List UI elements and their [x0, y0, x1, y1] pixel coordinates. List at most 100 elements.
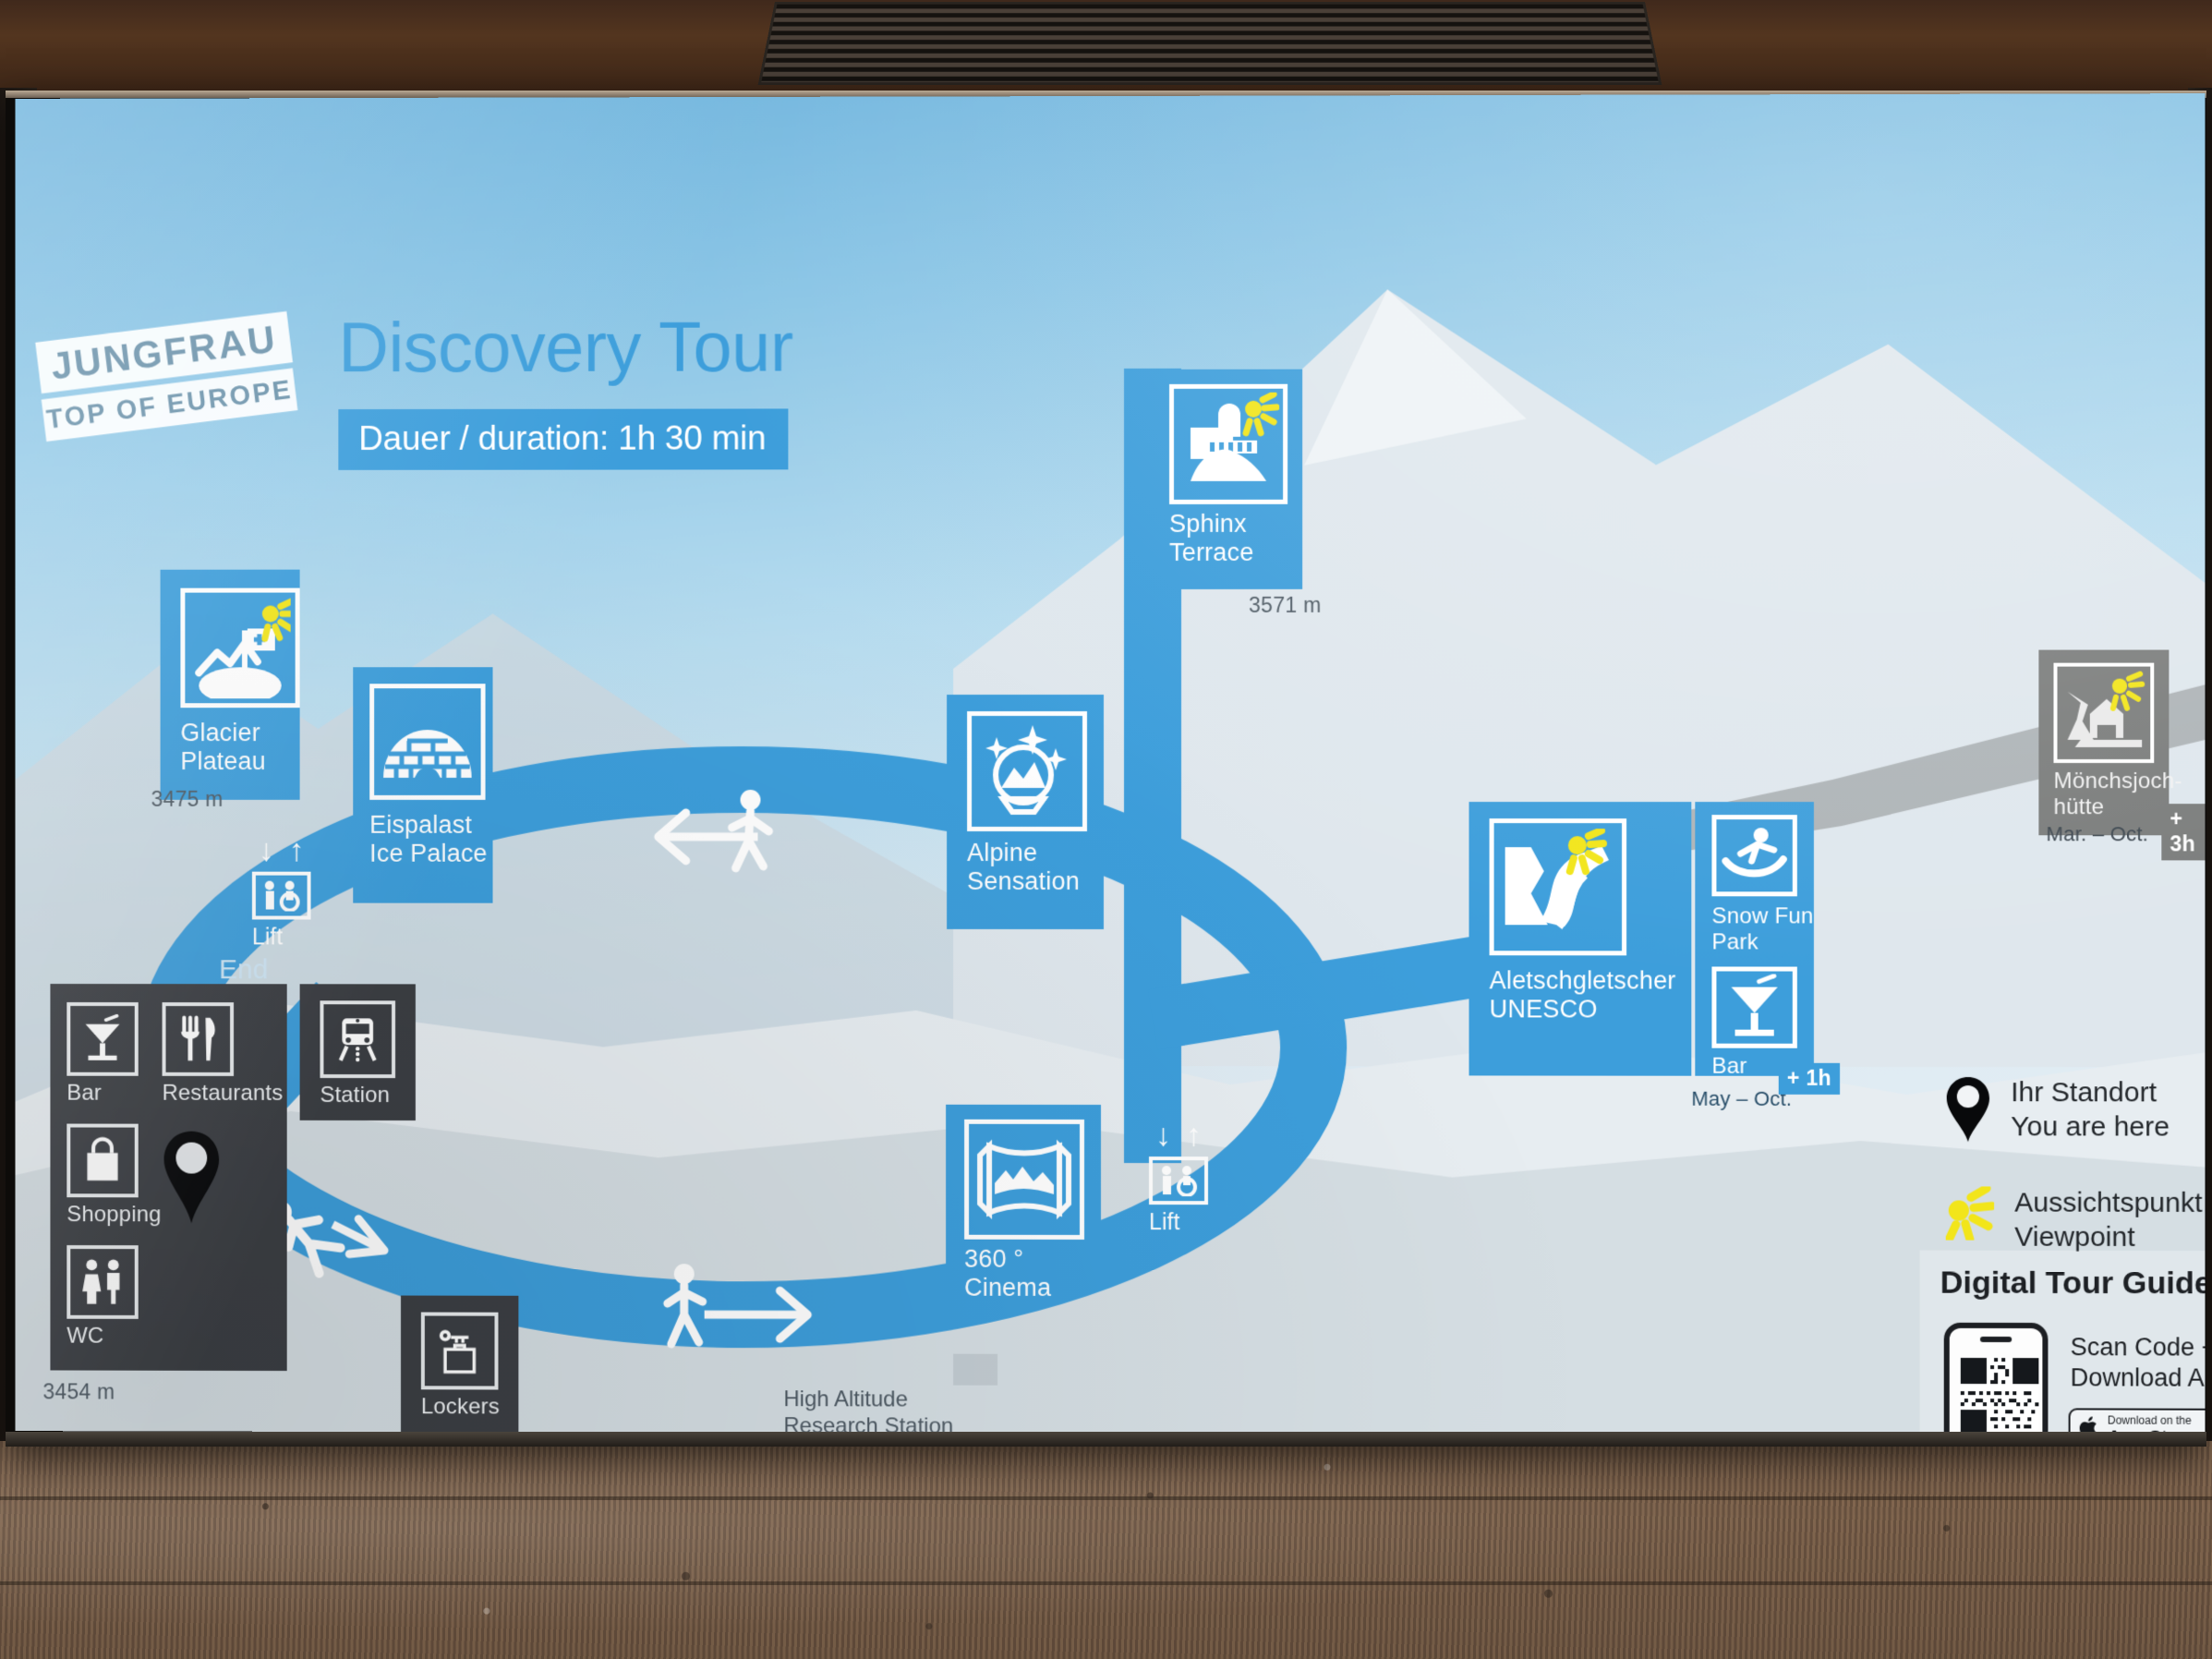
- legend-item-you-are-here: Ihr Standort You are here: [1946, 1076, 2203, 1148]
- app-store-big: App Store: [2108, 1427, 2196, 1436]
- lift-label: Lift: [1149, 1209, 1180, 1236]
- amenity-restaurants[interactable]: Restaurants: [162, 1002, 284, 1107]
- lift-icon: [251, 871, 311, 920]
- viewpoint-sunburst-icon: [262, 601, 291, 639]
- viewpoint-sunburst-icon: [1241, 392, 1279, 437]
- duration-badge: Dauer / duration: 1h 30 min: [338, 408, 789, 470]
- season-snow-fun-park: May – Oct.: [1691, 1086, 1793, 1110]
- app-store-badge[interactable]: Download on the App Store: [2068, 1408, 2206, 1436]
- amenity-lockers[interactable]: Lockers: [420, 1312, 500, 1421]
- discovery-tour-map-board: Start End JUNGFRAU TOP OF EUROPE Discove…: [15, 93, 2206, 1436]
- jungfrau-logo: JUNGFRAU TOP OF EUROPE: [29, 310, 304, 446]
- altitude-glacier-plateau: 3475 m: [151, 786, 224, 811]
- lift-group-west[interactable]: ↓ ↑ Lift: [251, 832, 311, 951]
- amenity-label: Bar: [66, 1080, 102, 1106]
- legend-label: Ihr Standort You are here: [2011, 1077, 2170, 1143]
- poi-moenchsjochhuette[interactable]: Mönchsjoch- hütte: [2038, 649, 2182, 836]
- route-arrow-start: [327, 1208, 428, 1273]
- map-legend: Ihr Standort You are here Aussichtspunkt…: [1946, 1076, 2203, 1293]
- amenity-wc[interactable]: WC: [66, 1245, 139, 1350]
- hut-icon: [2053, 662, 2155, 763]
- altitude-station: 3454 m: [42, 1379, 115, 1404]
- amenity-station[interactable]: Station: [320, 1000, 396, 1108]
- poi-label: Snow Fun Park: [1711, 903, 1814, 955]
- lightbox-frame: Start End JUNGFRAU TOP OF EUROPE Discove…: [6, 91, 2206, 1447]
- observatory-icon: [1169, 383, 1288, 504]
- sledding-icon: [1711, 815, 1797, 897]
- snowglobe-icon: [967, 711, 1088, 831]
- legend-label: Aussichtspunkt Viewpoint: [2014, 1187, 2203, 1253]
- poi-label: Aletschgletscher UNESCO: [1489, 966, 1676, 1023]
- walker-icon-left: [721, 789, 786, 879]
- cocktail-icon: [1711, 966, 1797, 1048]
- shopping-bag-icon: [66, 1123, 139, 1198]
- poi-snow-fun-park-and-bar[interactable]: Snow Fun Park Bar: [1695, 802, 1814, 1079]
- arrow-down-icon: ↓: [1155, 1118, 1172, 1154]
- legend-item-viewpoint: Aussichtspunkt Viewpoint: [1946, 1186, 2203, 1254]
- viewpoint-sunburst-icon: [1568, 830, 1603, 871]
- viewpoint-sunburst-icon: [1946, 1186, 1994, 1244]
- scan-instruction: Scan Code + Download App: [2070, 1333, 2206, 1392]
- page-title: Discovery Tour: [338, 308, 793, 388]
- poi-label: Bar: [1711, 1053, 1747, 1079]
- tour-guide-title: Digital Tour Guide: [1940, 1265, 2206, 1302]
- amenity-label: Lockers: [420, 1394, 500, 1420]
- lift-icon: [1149, 1156, 1209, 1205]
- cutlery-icon: [162, 1002, 235, 1076]
- mountain-flag-icon: [180, 587, 300, 708]
- lift-arrows: ↓ ↑: [252, 832, 311, 868]
- locker-key-icon: [420, 1312, 499, 1390]
- igloo-icon: [369, 684, 486, 800]
- arrow-up-icon: ↑: [288, 832, 305, 868]
- altitude-sphinx: 3571 m: [1249, 592, 1322, 617]
- lift-arrows: ↓ ↑: [1149, 1118, 1208, 1154]
- poi-label: Alpine Sensation: [967, 838, 1080, 896]
- amenity-label: Shopping: [66, 1202, 162, 1228]
- research-station-marker: [953, 1353, 998, 1386]
- amenities-panel-main: Bar Restaurants: [50, 984, 287, 1372]
- location-pin-icon: [1946, 1076, 1990, 1147]
- panorama-screen-icon: [964, 1119, 1085, 1240]
- extra-time-moenchsjochhuette: + 3h: [2161, 804, 2206, 861]
- arrow-up-icon: ↑: [1186, 1118, 1203, 1154]
- ceiling-vent: [757, 1, 1662, 85]
- phone-notch: [1979, 1336, 2013, 1343]
- cocktail-icon: [66, 1002, 139, 1076]
- qr-code[interactable]: [1960, 1357, 2039, 1436]
- poi-ice-palace[interactable]: Eispalast Ice Palace: [353, 667, 493, 903]
- season-moenchsjochhuette: Mar. – Oct.: [2046, 822, 2149, 846]
- poi-label: Sphinx Terrace: [1169, 509, 1254, 567]
- apple-logo-icon: [2079, 1415, 2100, 1436]
- poi-360-cinema[interactable]: 360 ° Cinema: [946, 1104, 1102, 1302]
- poi-label: 360 ° Cinema: [964, 1244, 1052, 1302]
- amenity-label: WC: [66, 1323, 104, 1349]
- phone-mockup: [1943, 1322, 2049, 1436]
- granite-floor: [0, 1441, 2212, 1659]
- arrow-down-icon: ↓: [258, 832, 274, 868]
- amenities-panel-lockers: Lockers: [400, 1295, 519, 1433]
- extra-time-snow-fun-park: + 1h: [1778, 1062, 1840, 1095]
- app-store-small: Download on the: [2107, 1413, 2192, 1427]
- amenity-shopping[interactable]: Shopping: [66, 1123, 162, 1229]
- digital-tour-guide-box: Digital Tour Guide: [1919, 1250, 2206, 1436]
- lift-label: Lift: [251, 924, 284, 951]
- poi-glacier-plateau[interactable]: Glacier Plateau: [160, 569, 300, 800]
- amenity-label: Restaurants: [162, 1080, 284, 1106]
- label-high-altitude-research-station: High Altitude Research Station: [783, 1387, 954, 1436]
- train-icon: [320, 1000, 396, 1079]
- poi-alpine-sensation[interactable]: Alpine Sensation: [947, 695, 1105, 929]
- route-end-label: End: [219, 954, 269, 986]
- you-are-here-pin-map: [159, 1130, 225, 1230]
- amenity-bar[interactable]: Bar: [66, 1002, 139, 1107]
- viewpoint-sunburst-icon: [2112, 674, 2142, 708]
- poi-sphinx-terrace[interactable]: Sphinx Terrace: [1149, 369, 1303, 589]
- poi-label: Glacier Plateau: [180, 719, 266, 776]
- restroom-icon: [66, 1245, 139, 1319]
- glacier-icon: [1489, 818, 1627, 956]
- amenity-label: Station: [320, 1083, 391, 1108]
- amenities-panel-station: Station: [299, 984, 416, 1121]
- lift-group-center[interactable]: ↓ ↑ Lift: [1149, 1118, 1209, 1236]
- poi-label: Eispalast Ice Palace: [369, 810, 488, 868]
- poi-aletschgletscher-unesco[interactable]: Aletschgletscher UNESCO: [1469, 802, 1692, 1076]
